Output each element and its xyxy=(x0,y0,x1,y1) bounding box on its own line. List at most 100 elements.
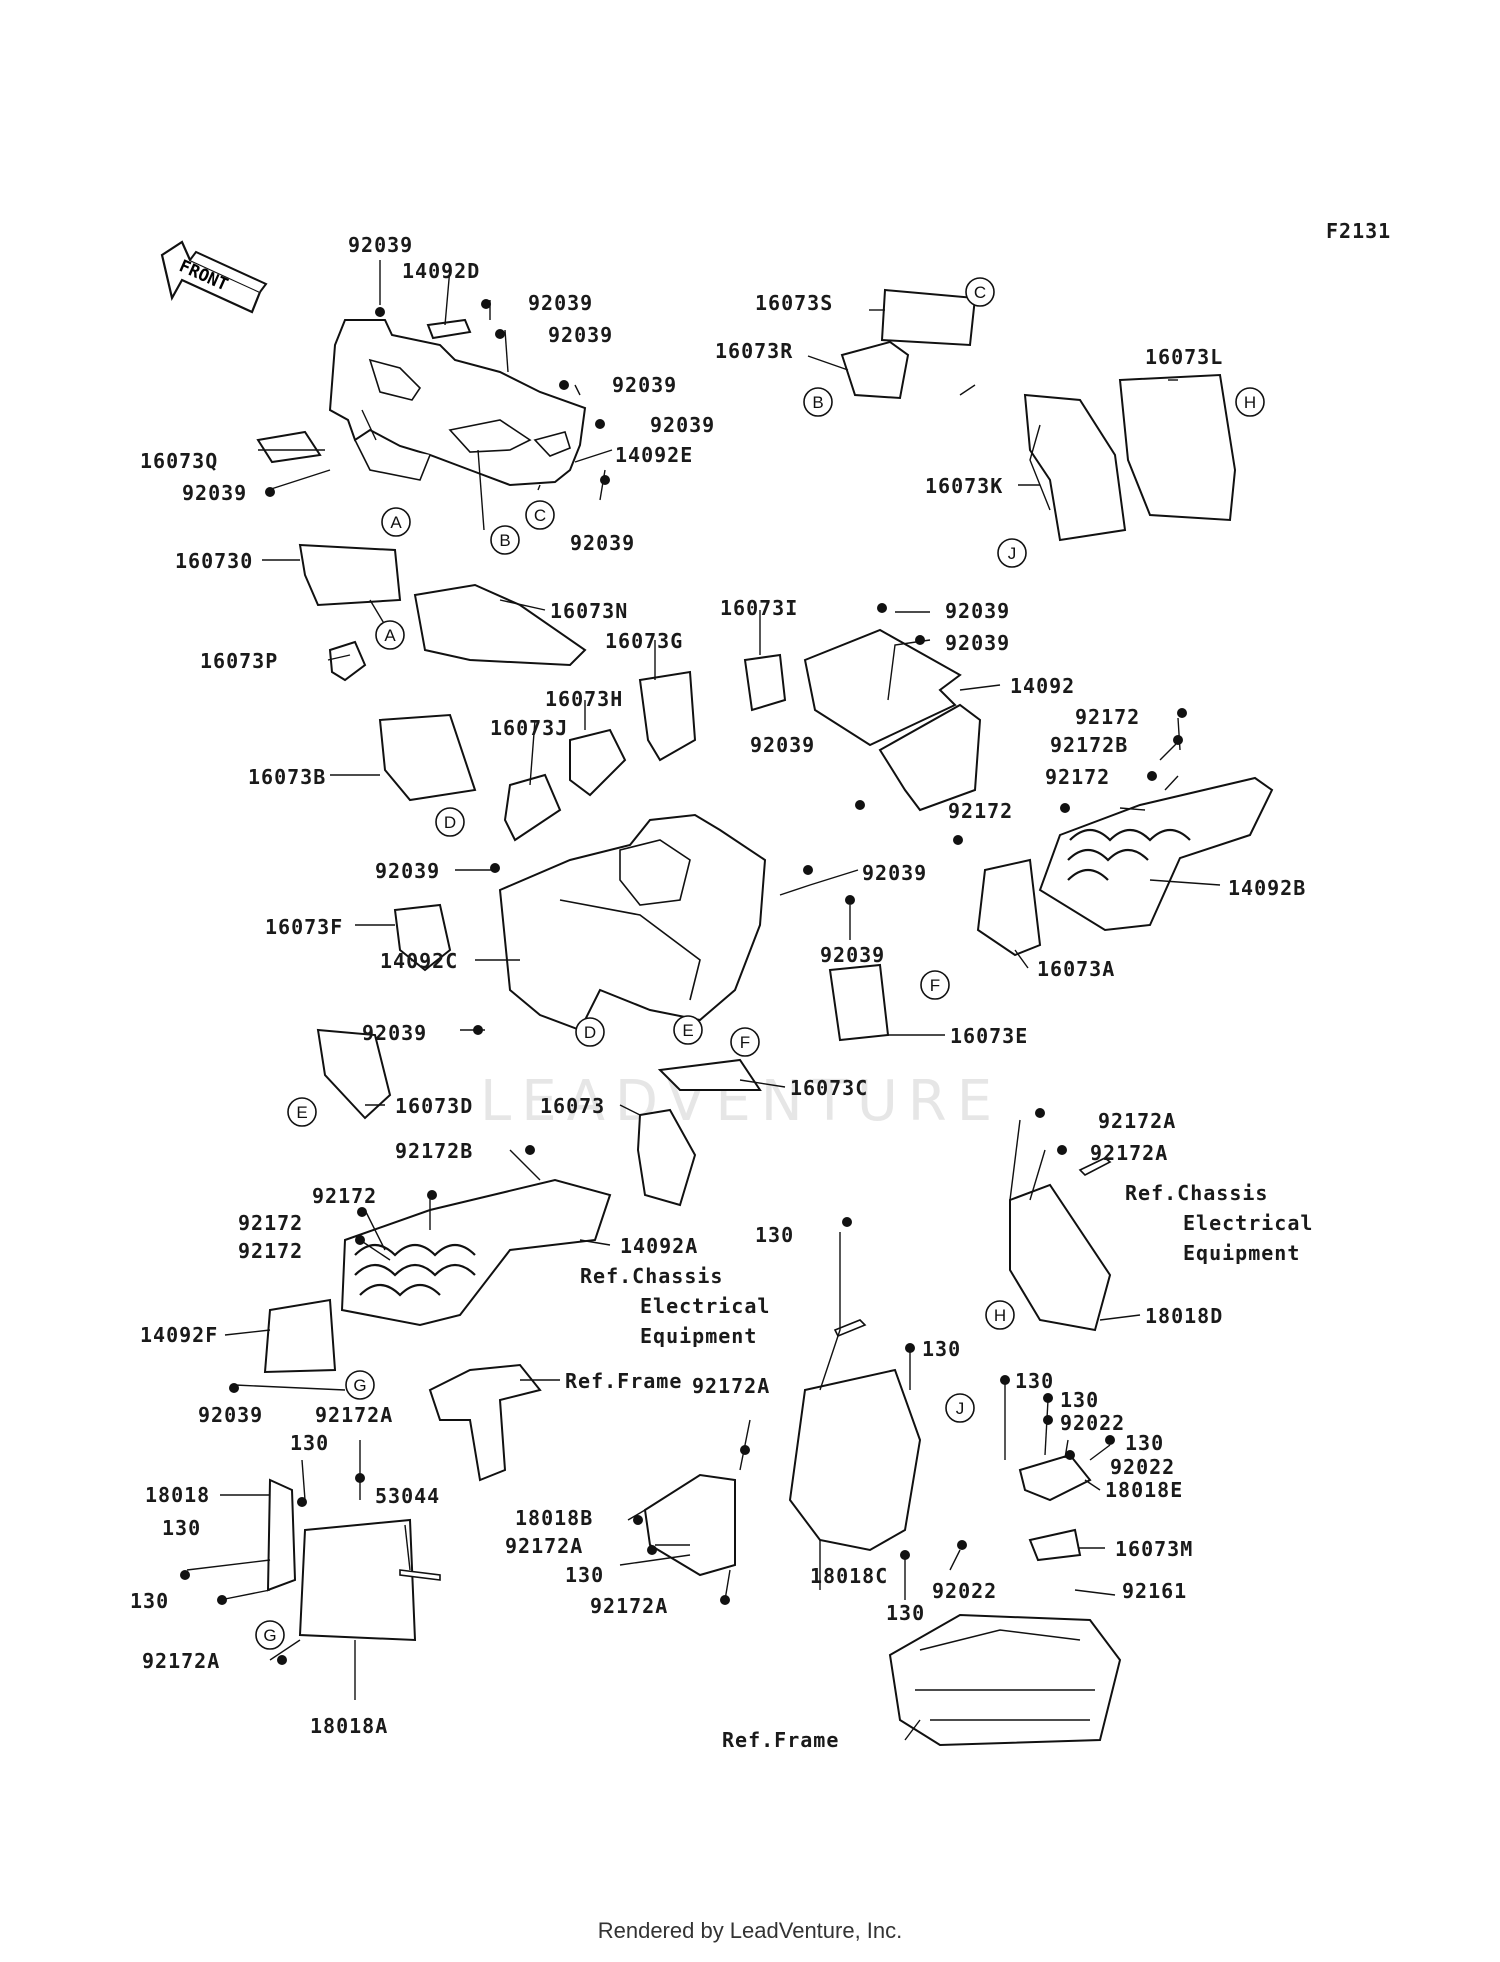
part-label: 92039 xyxy=(198,1403,263,1427)
part-label: 92172 xyxy=(238,1211,303,1235)
part-label: 92022 xyxy=(1110,1455,1175,1479)
pad-16073d xyxy=(316,1028,392,1120)
part-label: 92172A xyxy=(1090,1141,1168,1165)
leader-lines xyxy=(186,260,1221,1741)
pad-16073h xyxy=(569,728,627,797)
callout-c: C xyxy=(965,277,995,307)
guard-18018b xyxy=(643,1473,736,1577)
part-label: 16073 xyxy=(540,1094,605,1118)
svg-text:C: C xyxy=(974,283,986,302)
part-label: 130 xyxy=(886,1601,925,1625)
svg-text:A: A xyxy=(384,626,396,645)
part-label: 16073C xyxy=(790,1076,868,1100)
callout-h: H xyxy=(985,1300,1015,1330)
part-label: 92172A xyxy=(142,1649,220,1673)
part-label: 92039 xyxy=(750,733,815,757)
part-label: 92039 xyxy=(548,323,613,347)
part-label: 92172 xyxy=(312,1184,377,1208)
part-label: 130 xyxy=(1060,1388,1099,1412)
part-label: 92039 xyxy=(650,413,715,437)
svg-text:D: D xyxy=(444,813,456,832)
pad-16073k xyxy=(1023,393,1127,542)
svg-text:H: H xyxy=(994,1306,1006,1325)
fastener-icons xyxy=(180,299,1187,1665)
callout-j: J xyxy=(997,538,1027,568)
part-label: 130 xyxy=(130,1589,169,1613)
part-label: 92172B xyxy=(1050,733,1128,757)
callout-b: B xyxy=(490,525,520,555)
part-label: 18018B xyxy=(515,1506,593,1530)
part-label: 16073R xyxy=(715,339,793,363)
front-arrow-icon: FRONT xyxy=(160,240,268,314)
part-label: 130 xyxy=(565,1563,604,1587)
part-label: 130 xyxy=(922,1337,961,1361)
svg-text:E: E xyxy=(296,1103,307,1122)
part-label: 16073J xyxy=(490,716,568,740)
pad-16073e xyxy=(828,963,890,1042)
pad-16073g xyxy=(638,670,697,762)
part-label: 18018 xyxy=(145,1483,210,1507)
part-label: 14092B xyxy=(1228,876,1306,900)
part-label: 16073L xyxy=(1145,345,1223,369)
callout-j: J xyxy=(945,1393,975,1423)
part-label: 92172 xyxy=(1075,705,1140,729)
part-label: 130 xyxy=(162,1516,201,1540)
callout-e: E xyxy=(673,1015,703,1045)
svg-text:F: F xyxy=(740,1033,750,1052)
front-footrest-14092a xyxy=(340,1178,612,1327)
guard-18018d xyxy=(1009,1183,1112,1332)
svg-text:J: J xyxy=(956,1399,965,1418)
pad-16073m xyxy=(1028,1528,1082,1562)
part-label: 92039 xyxy=(528,291,593,315)
part-label: 16073A xyxy=(1037,957,1115,981)
center-frame-14092c xyxy=(498,813,767,1032)
pad-16073s xyxy=(880,288,977,347)
part-label: 92022 xyxy=(932,1579,997,1603)
part-label: 14092E xyxy=(615,443,693,467)
pad-16073a xyxy=(976,858,1042,957)
callout-h: H xyxy=(1235,387,1265,417)
part-label: 16073E xyxy=(950,1024,1028,1048)
pad-16073 xyxy=(636,1108,697,1207)
part-label: 92039 xyxy=(570,531,635,555)
part-label: 92172A xyxy=(315,1403,393,1427)
part-label: 14092D xyxy=(402,259,480,283)
part-label: 92039 xyxy=(820,943,885,967)
callout-e: E xyxy=(287,1097,317,1127)
pad-16073i xyxy=(743,653,787,712)
part-label: 92172 xyxy=(238,1239,303,1263)
part-label: 16073F xyxy=(265,915,343,939)
guard-18018c xyxy=(788,1368,922,1552)
plate-14092f xyxy=(263,1298,337,1374)
callout-g: G xyxy=(255,1620,285,1650)
part-label: 160730 xyxy=(175,549,253,573)
ref-equipment-lower: Equipment xyxy=(640,1324,757,1348)
part-label: 92172B xyxy=(395,1139,473,1163)
part-label: 92172A xyxy=(505,1534,583,1558)
pad-16073p xyxy=(328,640,367,682)
part-label: 16073N xyxy=(550,599,628,623)
svg-text:D: D xyxy=(584,1023,596,1042)
part-label: 92172A xyxy=(692,1374,770,1398)
part-label: 130 xyxy=(755,1223,794,1247)
ref-strip-upper xyxy=(1078,1157,1112,1176)
pad-16073b xyxy=(378,713,477,802)
callout-c: C xyxy=(525,500,555,530)
rear-footrest-14092b xyxy=(1038,776,1274,932)
part-label: 18018A xyxy=(310,1714,388,1738)
footer-credit: Rendered by LeadVenture, Inc. xyxy=(597,1918,903,1943)
svg-text:A: A xyxy=(390,513,402,532)
callout-a: A xyxy=(381,507,411,537)
callout-b: B xyxy=(803,387,833,417)
part-label: 16073M xyxy=(1115,1537,1193,1561)
ref-equipment-upper: Equipment xyxy=(1183,1241,1300,1265)
part-label: 92172A xyxy=(590,1594,668,1618)
svg-text:H: H xyxy=(1244,393,1256,412)
svg-text:B: B xyxy=(499,531,510,550)
callout-d: D xyxy=(435,807,465,837)
ref-chassis-lower: Ref.Chassis xyxy=(580,1264,723,1288)
part-label: 16073K xyxy=(925,474,1003,498)
pad-16073r xyxy=(840,340,910,400)
